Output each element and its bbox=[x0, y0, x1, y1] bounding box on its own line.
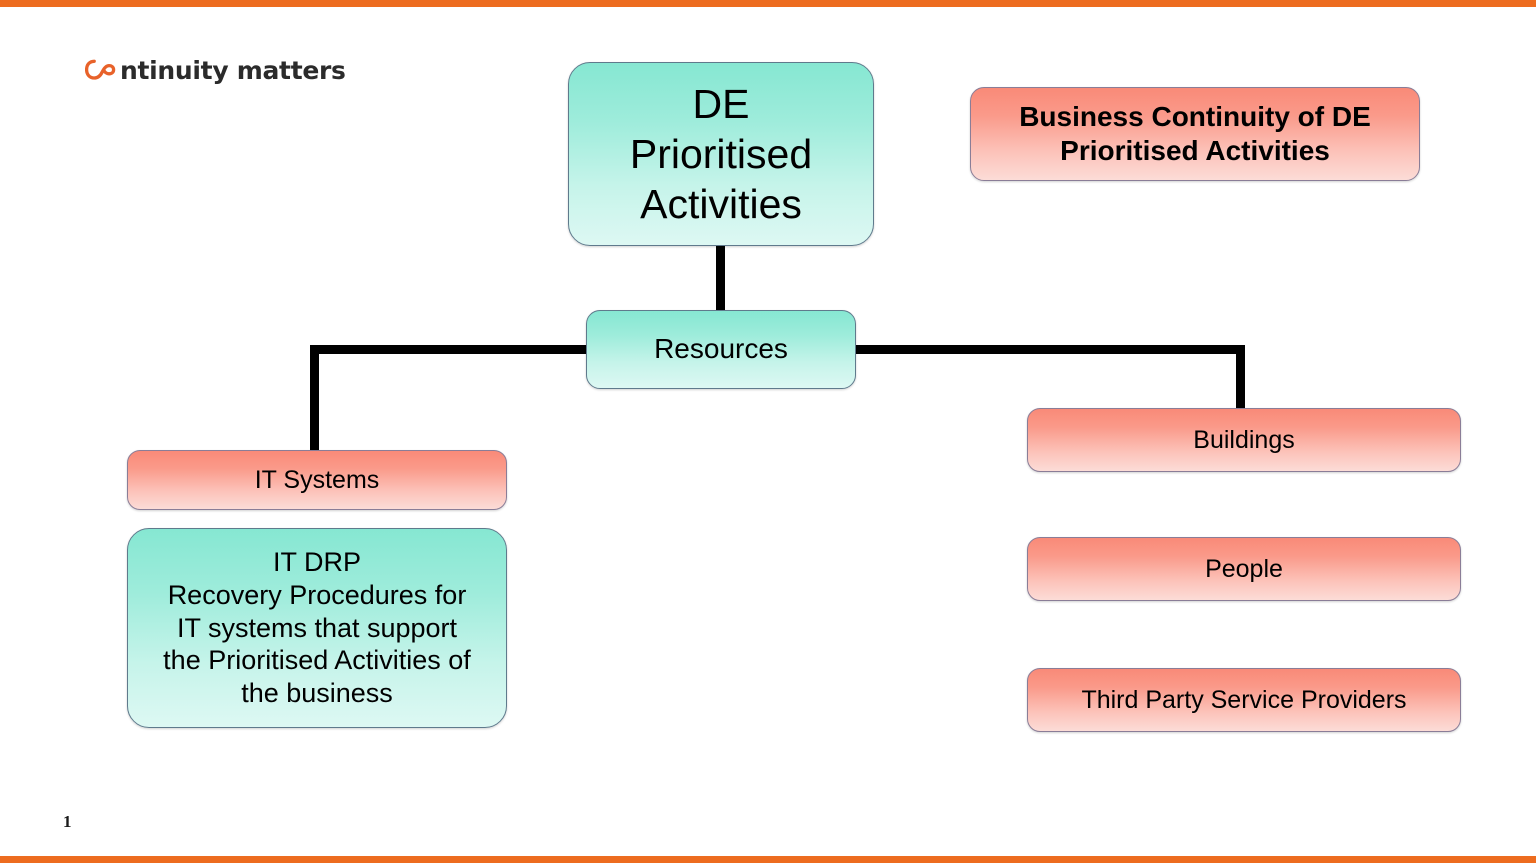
connector-resources-right-horizontal bbox=[851, 345, 1245, 354]
node-label: People bbox=[1205, 554, 1283, 583]
node-label: DE Prioritised Activities bbox=[629, 80, 813, 227]
connector-resources-to-it-systems bbox=[310, 345, 319, 455]
node-people[interactable]: People bbox=[1027, 537, 1461, 601]
node-resources[interactable]: Resources bbox=[586, 310, 856, 389]
node-label: Buildings bbox=[1193, 425, 1295, 454]
node-label: Resources bbox=[654, 333, 788, 365]
node-label: IT Systems bbox=[254, 465, 380, 494]
top-accent-rule bbox=[0, 0, 1536, 7]
connector-resources-to-buildings bbox=[1236, 345, 1245, 413]
node-label: IT DRP Recovery Procedures for IT system… bbox=[163, 546, 471, 709]
node-label: Third Party Service Providers bbox=[1081, 685, 1407, 714]
node-it-drp[interactable]: IT DRP Recovery Procedures for IT system… bbox=[127, 528, 507, 728]
node-third-party-service-providers[interactable]: Third Party Service Providers bbox=[1027, 668, 1461, 732]
page-number: 1 bbox=[63, 812, 72, 831]
brand-logo: ntinuity matters bbox=[85, 52, 346, 88]
slide-title-box: Business Continuity of DE Prioritised Ac… bbox=[970, 87, 1420, 181]
connector-de-to-resources bbox=[716, 244, 725, 314]
logo-wordmark: ntinuity matters bbox=[120, 55, 346, 85]
connector-resources-left-horizontal bbox=[310, 345, 592, 354]
bottom-accent-rule bbox=[0, 856, 1536, 863]
infinity-mark-icon bbox=[85, 57, 119, 83]
node-it-systems[interactable]: IT Systems bbox=[127, 450, 507, 510]
node-de-prioritised-activities[interactable]: DE Prioritised Activities bbox=[568, 62, 874, 246]
node-buildings[interactable]: Buildings bbox=[1027, 408, 1461, 472]
page-title: Business Continuity of DE Prioritised Ac… bbox=[1019, 100, 1371, 166]
